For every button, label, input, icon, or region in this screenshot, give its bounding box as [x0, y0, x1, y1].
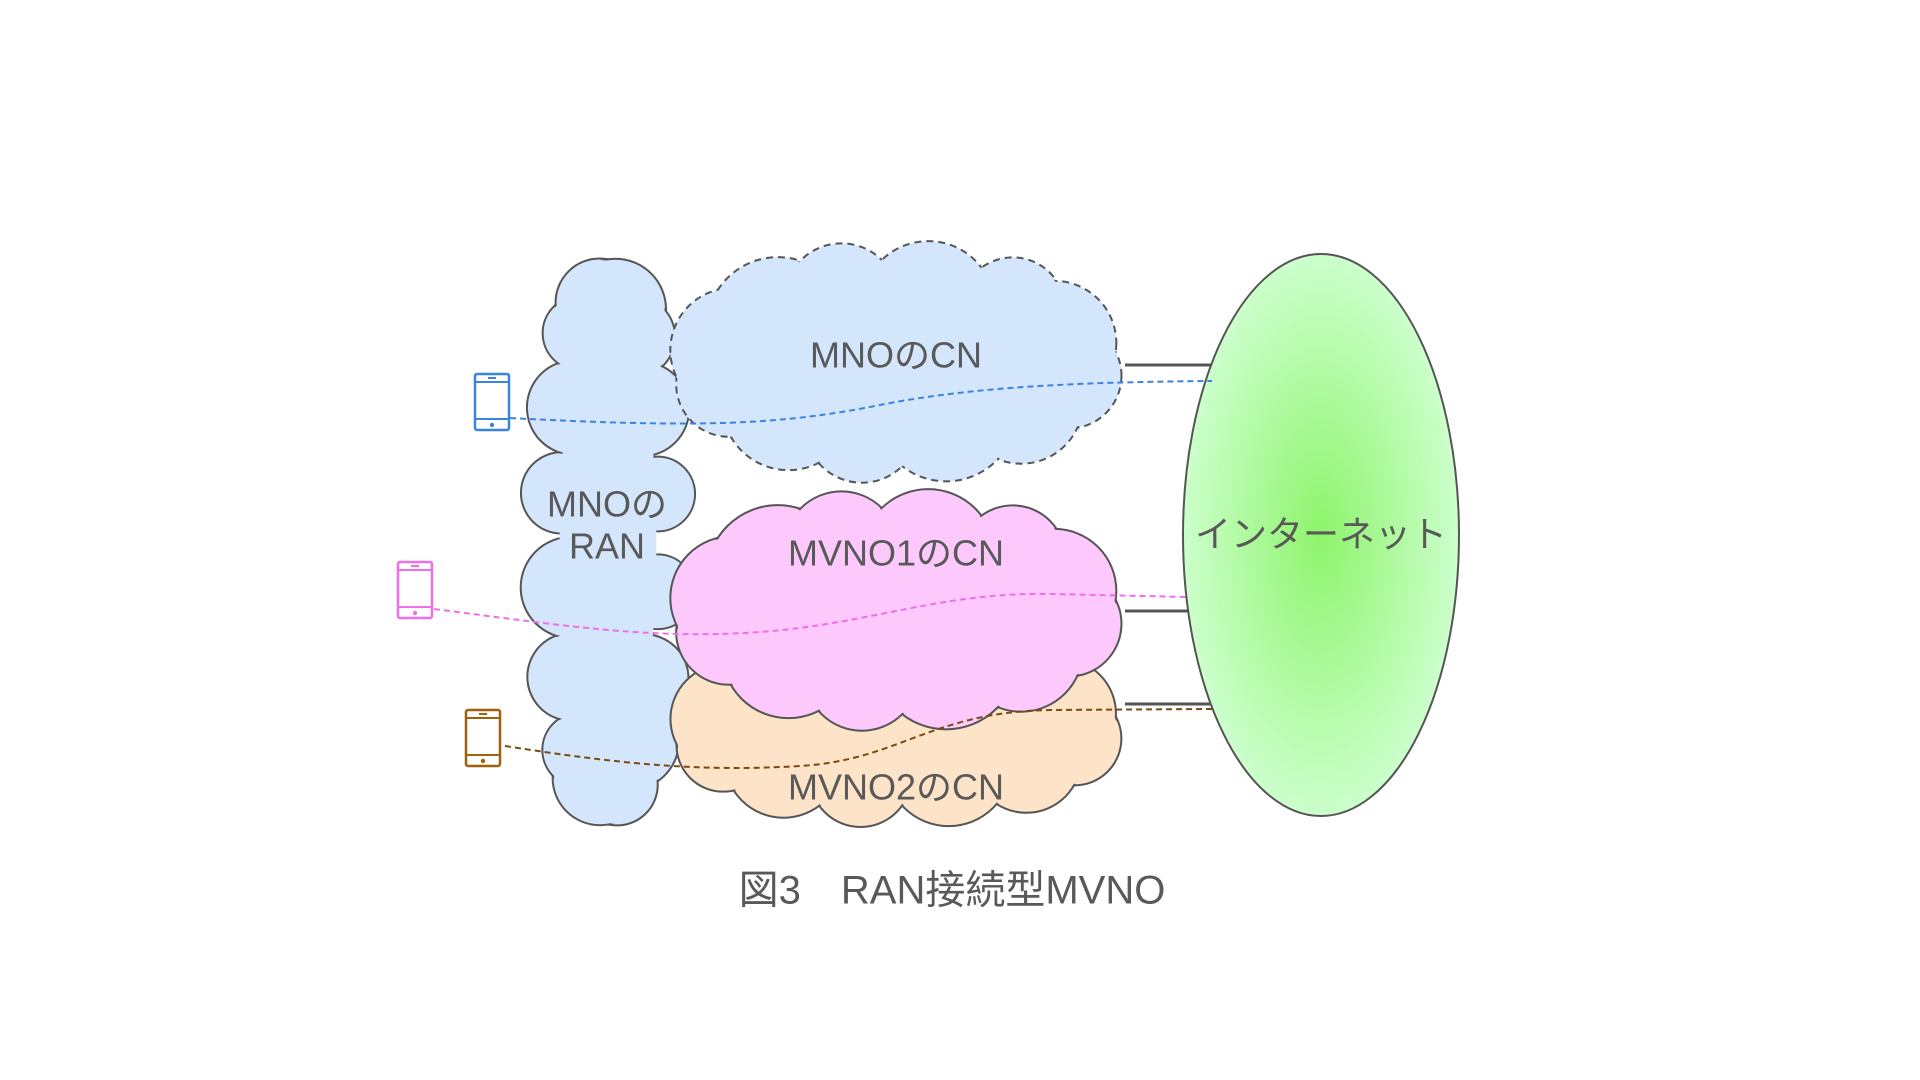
- cloud-core: [722, 295, 1070, 429]
- mno-ran-cloud: [519, 257, 697, 827]
- phone-home-button: [489, 422, 495, 428]
- smartphone-icon-blue: [473, 372, 511, 432]
- phone-body: [464, 708, 502, 768]
- phone-home-button: [480, 758, 486, 764]
- brown-phone-traffic-path: [504, 708, 1213, 769]
- mno-cn-cloud: [669, 240, 1123, 484]
- pink-phone-traffic-path: [433, 592, 1188, 636]
- mno-cn-label: MNOのCN: [810, 335, 982, 376]
- figure-caption: 図3 RAN接続型MVNO: [739, 869, 1166, 913]
- mvno2-cn-label: MVNO2のCN: [788, 767, 1004, 808]
- mvno1-cn-cloud: [669, 488, 1123, 732]
- smartphone-icon-pink: [396, 560, 434, 620]
- mno-ran-label-line1: MNOの: [547, 484, 667, 525]
- smartphone-icon-brown: [464, 708, 502, 768]
- internet-ellipse: [1182, 253, 1460, 817]
- cloud-core: [559, 293, 657, 791]
- mno-ran-label-line2: RAN: [569, 526, 645, 567]
- phone-home-button: [412, 610, 418, 616]
- internet-label: インターネット: [1195, 514, 1447, 555]
- mvno1-cn-label: MVNO1のCN: [788, 533, 1004, 574]
- phone-body: [473, 372, 511, 432]
- phone-body: [396, 560, 434, 620]
- blue-phone-traffic-path: [509, 380, 1213, 425]
